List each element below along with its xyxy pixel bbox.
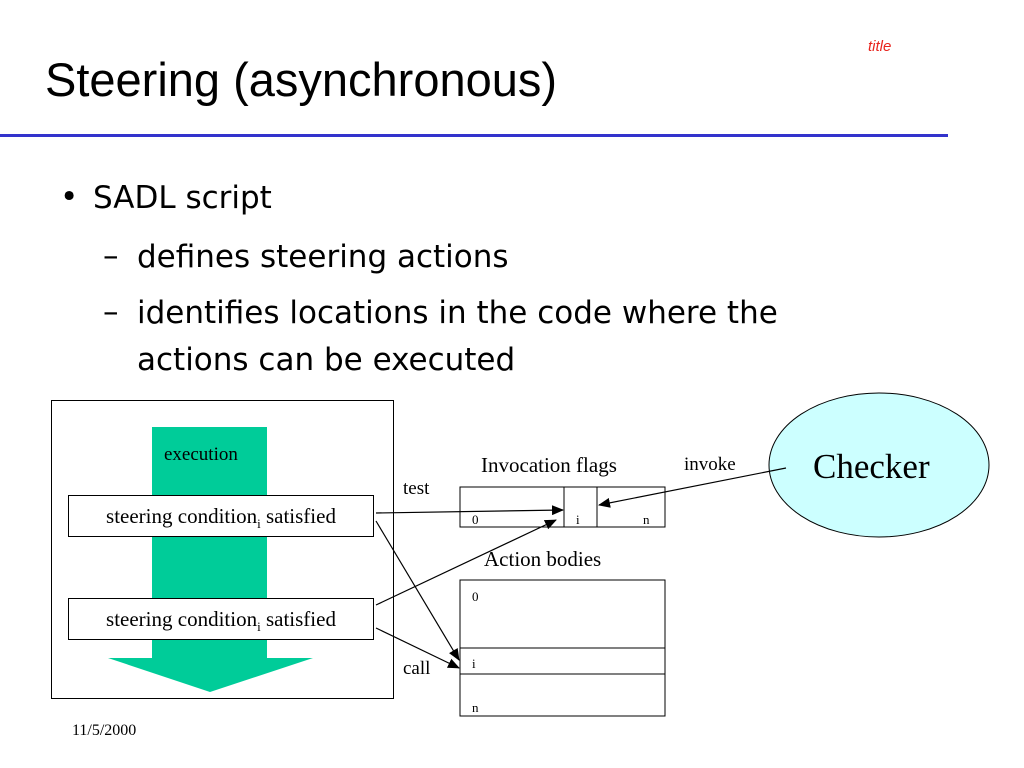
condition-suffix: satisfied: [260, 504, 336, 528]
footer-date: 11/5/2000: [72, 722, 137, 739]
sub-bullet-defines: defines steering actions: [137, 239, 509, 275]
flags-cell-0: 0: [472, 512, 479, 527]
test-label: test: [403, 478, 430, 499]
checker-label: Checker: [813, 447, 930, 486]
test-arrow: [375, 505, 564, 516]
condition-text: steering condition: [106, 504, 258, 528]
sub-bullet-identifies-line2: actions can be executed: [137, 342, 516, 378]
checker-ellipse: [768, 392, 990, 538]
bullet-sadl-script: SADL script: [93, 180, 272, 216]
slide-title: Steering (asynchronous): [45, 53, 558, 106]
title-rule: [0, 134, 948, 137]
invocation-flags-array: [459, 486, 666, 528]
condition-text: steering condition: [106, 607, 258, 631]
condition-suffix: satisfied: [260, 607, 336, 631]
condition-subscript: i: [257, 516, 261, 532]
call-arrow: [375, 627, 460, 669]
bodies-row-0: 0: [472, 589, 479, 604]
invocation-flags-title: Invocation flags: [481, 453, 617, 477]
arrow-to-action-bodies: [375, 519, 557, 606]
flags-cell-n: n: [643, 512, 650, 527]
sub-bullet-marker: –: [103, 238, 119, 274]
call-label: call: [403, 658, 431, 679]
action-bodies-title: Action bodies: [484, 547, 602, 571]
sub-bullet-identifies-line1: identifies locations in the code where t…: [137, 295, 778, 331]
bodies-row-n: n: [472, 700, 479, 715]
corner-tag: title: [868, 38, 892, 55]
steering-condition-box: steering conditioni satisfied: [68, 495, 374, 537]
bullet-marker: •: [60, 179, 79, 215]
execution-flow-arrow: [108, 427, 313, 692]
sub-bullet-marker: –: [103, 294, 119, 330]
invoke-label: invoke: [684, 454, 736, 475]
steering-condition-box: steering conditioni satisfied: [68, 598, 374, 640]
flags-cell-i: i: [576, 512, 580, 527]
call-arrow-from-top: [375, 520, 460, 661]
bodies-row-i: i: [472, 656, 476, 671]
invoke-arrow: [598, 467, 787, 508]
condition-subscript: i: [257, 619, 261, 635]
execution-label: execution: [164, 444, 238, 465]
